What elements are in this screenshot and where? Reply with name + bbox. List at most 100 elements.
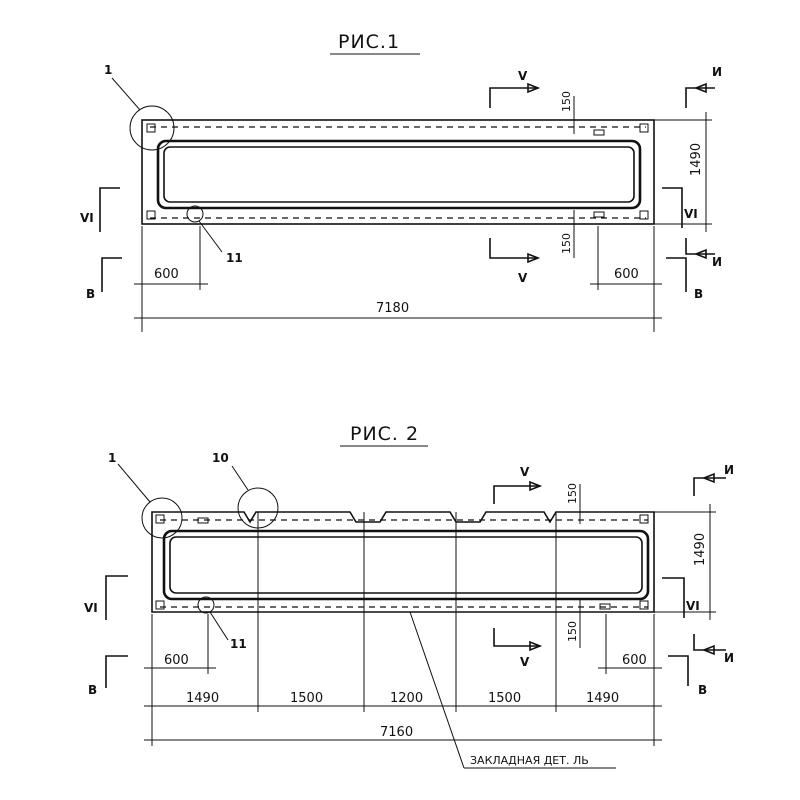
detail-circle-11-fig2 xyxy=(197,596,215,614)
section-v-bottom-label-2: V xyxy=(520,655,530,669)
dim-total: 7180 xyxy=(376,301,409,316)
section-i-top-arrow xyxy=(693,82,707,94)
section-b-right-label-2: В xyxy=(698,683,707,697)
lifting-loop-top-2 xyxy=(197,517,209,524)
figure-2-title: РИС. 2 xyxy=(350,423,419,445)
section-vi-right-label: VI xyxy=(684,207,698,221)
section-v-top-label-2: V xyxy=(520,465,530,479)
dim-seg-1: 1490 xyxy=(186,691,219,706)
section-b-fig2: В В xyxy=(88,655,707,697)
section-i-bottom-label-2: И xyxy=(724,651,734,665)
embedded-part-tl xyxy=(146,123,156,133)
section-vi-right-mark-2 xyxy=(662,577,685,618)
embedded-part-bl xyxy=(146,210,156,220)
lifting-loop-top xyxy=(593,129,605,136)
leader-11-fig2 xyxy=(209,611,229,641)
dimensions-fig1: 600 600 7180 1490 150 150 xyxy=(134,91,712,332)
section-b-right-mark-2 xyxy=(668,655,689,686)
section-i-top-mark xyxy=(685,87,715,108)
section-i-bottom-arrow-2 xyxy=(701,644,715,656)
section-v-fig2: V V xyxy=(493,465,543,669)
beam-2-outline xyxy=(151,511,655,613)
leader-1 xyxy=(111,77,141,111)
embedded-part-tl-2 xyxy=(155,514,165,524)
callout-10: 10 xyxy=(212,451,229,465)
section-vi-fig1: VI VI xyxy=(80,187,698,232)
section-i-bottom-label: И xyxy=(712,255,722,269)
embedded-part-note: ЗАКЛАДНАЯ ДЕТ. ЛЬ xyxy=(470,754,589,767)
dim-seg-4: 1500 xyxy=(488,691,521,706)
section-i-bottom-arrow xyxy=(693,248,707,260)
dim-height: 1490 xyxy=(689,143,704,176)
figure-2: РИС. 2 1 10 11 xyxy=(84,423,734,769)
beam-1 xyxy=(141,119,655,225)
callout-1-fig2: 1 xyxy=(108,451,116,465)
beam-2-opening xyxy=(162,529,650,601)
dim-seg-2: 1500 xyxy=(290,691,323,706)
section-vi-fig2: VI VI xyxy=(84,575,700,620)
embedded-part-br-2 xyxy=(639,600,649,610)
section-v-top-arrow xyxy=(527,82,541,94)
section-vi-left-mark-2 xyxy=(105,575,128,620)
figure-1-title: РИС.1 xyxy=(338,31,400,53)
section-v-bottom-arrow-2 xyxy=(529,640,543,652)
section-vi-right-label-2: VI xyxy=(686,599,700,613)
section-b-left-label: В xyxy=(86,287,95,301)
section-b-left-mark-2 xyxy=(105,655,128,688)
section-i-top-label: И xyxy=(712,65,722,79)
section-v-top-mark-2 xyxy=(493,485,540,504)
dim-seg-5: 1490 xyxy=(586,691,619,706)
dim-height-2: 1490 xyxy=(693,533,708,566)
section-vi-left-label: VI xyxy=(80,211,94,225)
section-v-bottom-label: V xyxy=(518,271,528,285)
detail-circle-11 xyxy=(186,205,204,223)
embedded-part-tr xyxy=(639,123,649,133)
detail-circle-10 xyxy=(237,487,279,529)
section-i-fig2: И И xyxy=(693,463,734,665)
detail-circle-1-fig2 xyxy=(141,497,183,539)
section-b-left-mark xyxy=(101,257,122,292)
callout-11-fig2: 11 xyxy=(230,637,247,651)
dim-bottom-offset: 150 xyxy=(560,233,573,254)
beam-1-opening-inner xyxy=(163,146,635,203)
callout-11: 11 xyxy=(226,251,243,265)
embedded-part-br xyxy=(639,210,649,220)
section-v-bottom-arrow xyxy=(527,252,541,264)
leader-11 xyxy=(198,220,223,253)
detail-circle-1 xyxy=(129,105,175,151)
dim-top-offset-2: 150 xyxy=(566,483,579,504)
dim-seg-3: 1200 xyxy=(390,691,423,706)
lifting-loop-bottom-2 xyxy=(599,603,611,610)
dim-bottom-offset-2: 150 xyxy=(566,621,579,642)
section-b-right-mark xyxy=(666,257,687,292)
dim-600-left-2: 600 xyxy=(164,653,189,668)
dim-600-right-2: 600 xyxy=(622,653,647,668)
beam-1-opening xyxy=(156,139,642,210)
lifting-loop-bottom xyxy=(593,211,605,218)
dim-total-2: 7160 xyxy=(380,725,413,740)
embedded-part-bl-2 xyxy=(155,600,165,610)
section-v-top-arrow-2 xyxy=(529,480,543,492)
section-b-left-label-2: В xyxy=(88,683,97,697)
dim-600-right: 600 xyxy=(614,267,639,282)
embedded-part-tr-2 xyxy=(639,514,649,524)
section-b-right-label: В xyxy=(694,287,703,301)
callout-1: 1 xyxy=(104,63,112,77)
leader-1-fig2 xyxy=(117,463,151,503)
section-i-fig1: И И xyxy=(685,65,722,269)
section-i-top-mark-2 xyxy=(693,477,726,496)
section-i-bottom-mark-2 xyxy=(693,634,726,651)
section-v-top-label: V xyxy=(518,69,528,83)
beam-2 xyxy=(151,511,655,613)
dim-top-offset: 150 xyxy=(560,91,573,112)
beam-2-opening-inner xyxy=(169,536,643,594)
section-i-top-label-2: И xyxy=(724,463,734,477)
section-v-bottom-mark xyxy=(489,238,538,259)
beam-1-outline xyxy=(141,119,655,225)
dimensions-fig2: 600 600 1490 1500 1200 1500 1490 7160 14… xyxy=(144,483,716,746)
section-i-top-arrow-2 xyxy=(701,472,715,484)
dim-600-left: 600 xyxy=(154,267,179,282)
note-leader xyxy=(409,611,465,769)
section-v-top-mark xyxy=(489,87,538,108)
